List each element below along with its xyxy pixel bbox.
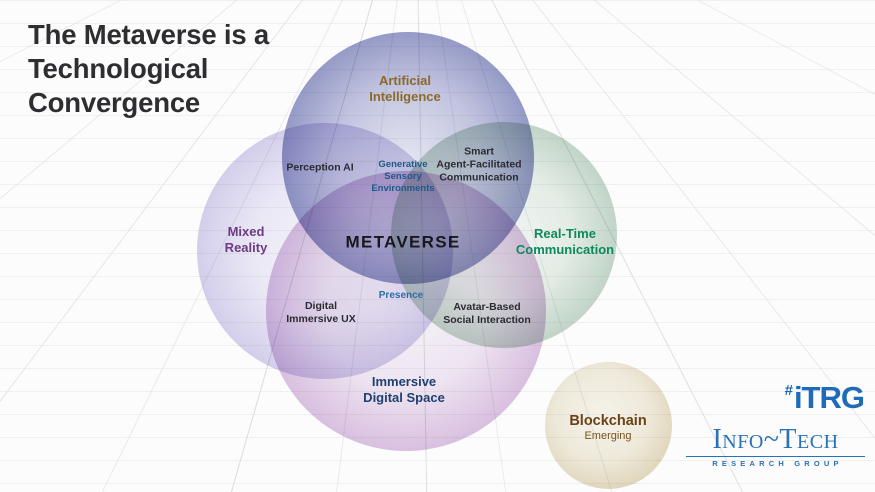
itrg-logo: #iTRG	[748, 380, 865, 415]
label-mixed-reality: Mixed Reality	[224, 223, 268, 255]
label-artificial-intelligence: Artificial Intelligence	[369, 72, 441, 104]
page-title: The Metaverse is a Technological Converg…	[28, 18, 269, 119]
itrg-wordmark: iTRG	[793, 380, 865, 415]
label-perception-ai: Perception AI	[286, 161, 354, 174]
label-presence: Presence	[378, 289, 424, 301]
label-avatar-based-social-interaction: Avatar-Based Social Interaction	[443, 300, 531, 326]
infotech-wordmark: Info~Tech	[712, 424, 839, 455]
label-blockchain: Blockchain	[569, 412, 647, 429]
page-title-line2: Technological	[28, 52, 209, 84]
itrg-hash-icon: #	[784, 382, 793, 399]
label-generative-sensory-environments: Generative Sensory Environments	[371, 159, 435, 194]
label-digital-immersive-ux: Digital Immersive UX	[286, 299, 356, 325]
page-title-line3: Convergence	[28, 86, 201, 118]
infotech-logo: Info~Tech RESEARCH GROUP	[686, 426, 865, 468]
label-realtime-communication: Real-Time Communication	[515, 225, 615, 257]
infotech-research-group: RESEARCH GROUP	[686, 456, 865, 468]
label-metaverse-center: METAVERSE	[345, 232, 461, 252]
page-title-line1: The Metaverse is a	[28, 19, 269, 50]
label-immersive-digital-space: Immersive Digital Space	[363, 373, 445, 405]
label-smart-agent-facilitated-communication: Smart Agent-Facilitated Communication	[436, 145, 522, 184]
label-blockchain-emerging: Emerging	[584, 430, 632, 443]
